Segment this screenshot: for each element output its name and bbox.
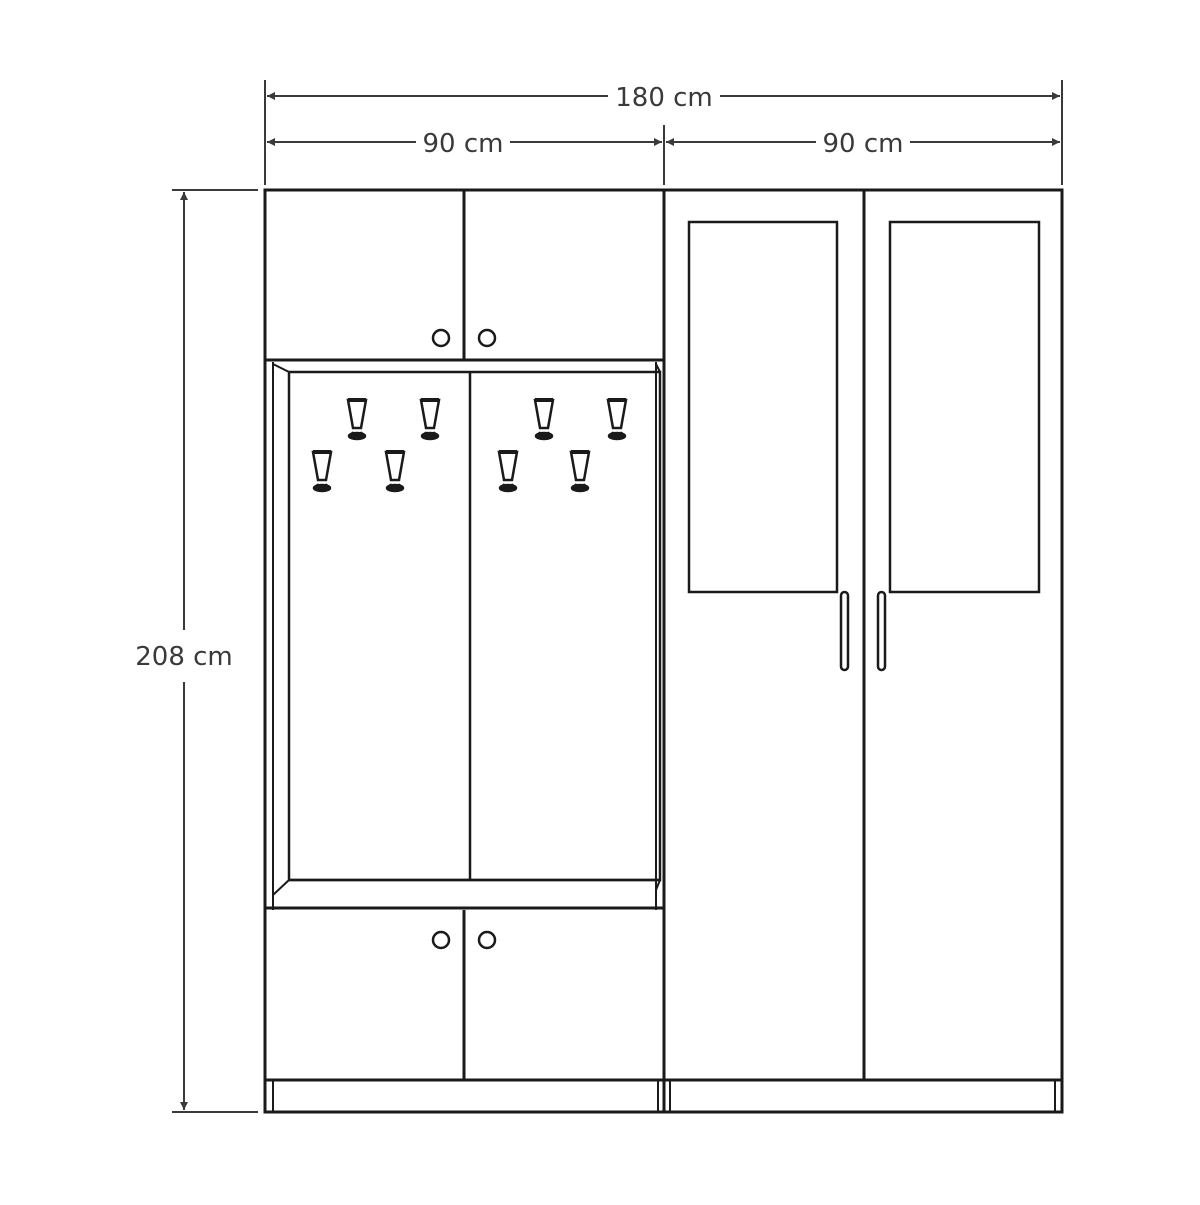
niche-perspective-top-right (655, 363, 661, 373)
knob-icon (477, 328, 497, 348)
hook-icon (311, 450, 333, 493)
wardrobe-section (687, 190, 1041, 1080)
right-width-label: 90 cm (823, 129, 904, 159)
seat-side-left (272, 879, 290, 896)
left-width-label: 90 cm (423, 129, 504, 159)
plinth (265, 1078, 1062, 1112)
knob-icon (431, 328, 451, 348)
knob-icon (477, 930, 497, 950)
total-width-label: 180 cm (615, 83, 713, 113)
coat-back-panel (287, 370, 662, 882)
top-cabinet (265, 190, 664, 362)
knob-icon (431, 930, 451, 950)
handle-icon (839, 590, 850, 672)
hook-icon (533, 398, 555, 441)
niche-perspective-top-left (272, 363, 290, 373)
hook-icon (569, 450, 591, 493)
handle-icon (876, 590, 887, 672)
mirror-panel-left (687, 220, 839, 594)
hook-icon (497, 450, 519, 493)
mirror-panel-right (888, 220, 1041, 594)
coat-niche (265, 362, 664, 910)
height-label: 208 cm (135, 642, 233, 672)
seat-side-right (655, 879, 661, 891)
dimension-annotations (172, 80, 1063, 1113)
hook-icon (384, 450, 406, 493)
bottom-cabinet (431, 910, 497, 1080)
hook-icon (346, 398, 368, 441)
hook-icon (419, 398, 441, 441)
wardrobe-unit (263, 188, 1064, 1114)
hook-icon (606, 398, 628, 441)
coat-hooks (311, 398, 628, 493)
